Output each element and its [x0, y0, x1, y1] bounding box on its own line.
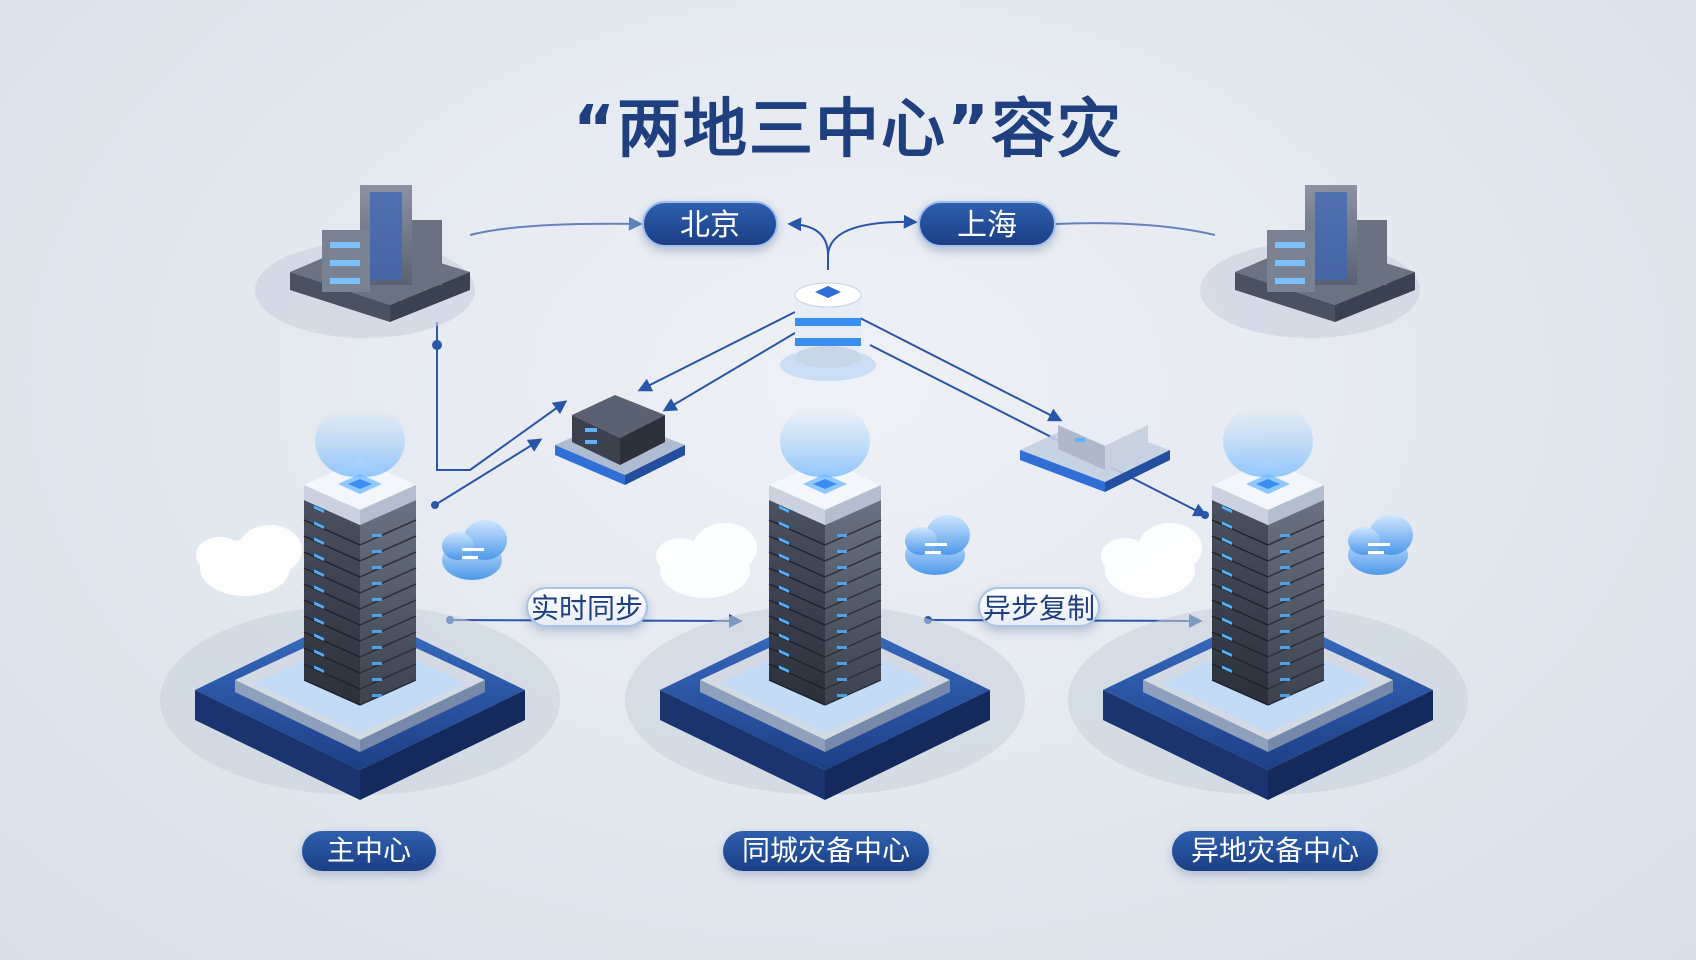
beijing-building-icon — [255, 185, 475, 338]
line-hub-to-remote-box — [859, 317, 1063, 422]
line-bj-down-to-router — [436, 322, 568, 471]
city-label-shanghai: 上海 — [918, 201, 1056, 247]
center-label-primary: 主中心 — [302, 831, 436, 871]
line-hub-to-beijing — [787, 217, 829, 270]
network-switch-icon — [555, 395, 685, 485]
center-label-same-city: 同城灾备中心 — [723, 831, 929, 871]
cloud-icon-blue-left — [442, 520, 507, 580]
page-title: “两地三中心”容灾 — [572, 93, 1124, 167]
line-hub-to-remote-center — [869, 344, 1208, 517]
line-hub-to-shanghai — [827, 214, 918, 256]
link-label-async: 异步复制 — [978, 587, 1100, 627]
shanghai-building-icon — [1200, 185, 1420, 338]
link-label-sync: 实时同步 — [526, 587, 648, 627]
storage-appliance-icon — [1020, 405, 1170, 492]
line-primary-to-router — [434, 438, 543, 506]
cloud-icon-white-right — [1101, 523, 1202, 598]
cloud-icon-white-left — [196, 525, 302, 596]
primary-center-tower-icon — [160, 405, 560, 800]
line-shanghai-to-sh-building — [1054, 222, 1216, 236]
cloud-icon-white-middle — [656, 523, 757, 598]
line-hub-to-router-b — [662, 329, 801, 412]
remote-center-tower-icon — [1068, 405, 1468, 800]
line-bj-building-to-beijing — [469, 216, 643, 236]
cloud-icon-blue-right — [1348, 515, 1413, 575]
cloud-icon-blue-middle — [905, 515, 970, 575]
same-city-center-tower-icon — [625, 405, 1025, 800]
center-label-remote: 异地灾备中心 — [1172, 831, 1378, 871]
central-hub-database-icon — [780, 282, 876, 381]
line-hub-to-router-a — [637, 311, 796, 392]
city-label-beijing: 北京 — [642, 201, 778, 247]
